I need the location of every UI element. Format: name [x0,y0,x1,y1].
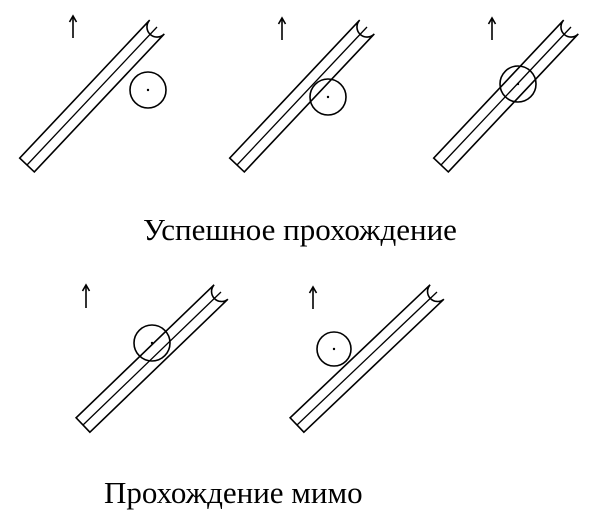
ball [309,78,347,116]
plank-centerline [82,291,222,426]
plank-centerline [236,26,368,166]
up-arrow-icon [81,283,91,308]
ball-center-dot [516,82,520,86]
ball-center-dot [326,95,330,99]
plank-centerline [296,291,438,426]
scenario-4-miss [74,283,229,434]
scenario-2-success [228,16,375,174]
up-arrow-icon [277,16,287,40]
ball-center-dot [146,88,150,92]
up-arrow-icon [68,14,78,38]
plank-centerline [440,26,572,166]
up-arrow-icon [308,285,318,309]
caption-success: Успешное прохождение [143,212,457,247]
ball [499,65,537,103]
scenario-5-miss [288,284,445,434]
ball-center-dot [332,347,336,351]
ball [133,324,171,362]
scenario-3-success [432,16,579,174]
ball [129,71,167,109]
ball [316,331,352,367]
ball-center-dot [150,341,154,345]
up-arrow-icon [487,16,497,40]
scenario-1-success [18,14,167,174]
caption-miss: Прохождение мимо [104,475,363,510]
plank-centerline [26,26,158,166]
